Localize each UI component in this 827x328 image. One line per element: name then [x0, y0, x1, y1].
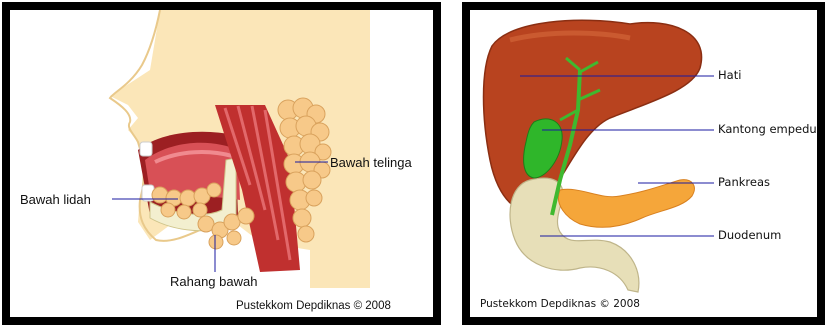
digestive-organs-illustration: [470, 10, 817, 317]
liver: [484, 20, 702, 210]
label-rahang-bawah: Rahang bawah: [170, 275, 257, 288]
digestive-organs-figure: Hati Kantong empedu Pankreas Duodenum Pu…: [470, 10, 817, 317]
label-pankreas: Pankreas: [718, 177, 770, 189]
salivary-glands-figure: Bawah telinga Bawah lidah Rahang bawah P…: [10, 10, 433, 317]
pancreas: [558, 180, 694, 228]
label-duodenum: Duodenum: [718, 230, 781, 242]
credit-text: Pustekkom Depdiknas © 2008: [236, 300, 391, 312]
label-bawah-lidah: Bawah lidah: [20, 193, 91, 206]
label-bawah-telinga: Bawah telinga: [330, 156, 412, 169]
salivary-glands-panel: Bawah telinga Bawah lidah Rahang bawah P…: [2, 2, 441, 325]
digestive-organs-panel: Hati Kantong empedu Pankreas Duodenum Pu…: [462, 2, 825, 325]
label-kantong-empedu: Kantong empedu: [718, 124, 817, 136]
label-hati: Hati: [718, 70, 741, 82]
credit-text: Pustekkom Depdiknas © 2008: [480, 298, 640, 310]
